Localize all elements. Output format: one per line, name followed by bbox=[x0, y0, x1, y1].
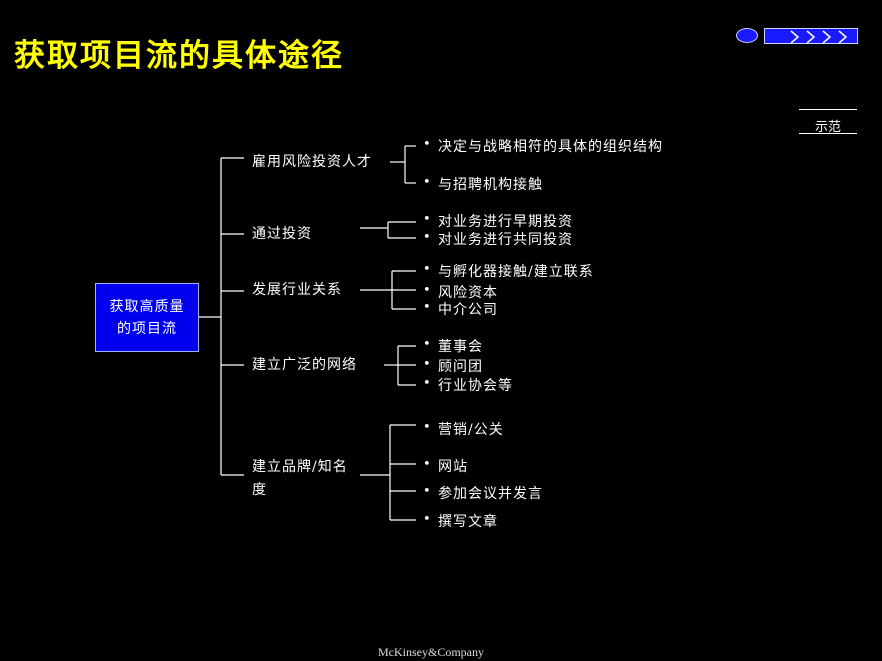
list-item: 网站 bbox=[438, 459, 468, 475]
list-item: 中介公司 bbox=[438, 302, 498, 318]
list-item: 对业务进行共同投资 bbox=[438, 232, 573, 248]
example-label: 示范 bbox=[814, 120, 841, 135]
bullet-icon: • bbox=[423, 230, 431, 245]
root-node-label: 获取高质量的项目流 bbox=[109, 298, 185, 337]
bullet-icon: • bbox=[423, 337, 431, 352]
category-industry-relations: 发展行业关系 bbox=[252, 282, 342, 298]
list-item: 行业协会等 bbox=[438, 378, 513, 394]
example-label-top-line bbox=[799, 109, 857, 110]
list-item: 顾问团 bbox=[438, 359, 483, 375]
bullet-icon: • bbox=[423, 457, 431, 472]
bullet-icon: • bbox=[423, 283, 431, 298]
category-hire-vc-talent: 雇用风险投资人才 bbox=[252, 154, 372, 170]
list-item: 撰写文章 bbox=[438, 514, 498, 530]
example-label-bottom-line bbox=[799, 133, 857, 134]
bullet-icon: • bbox=[423, 357, 431, 372]
list-item: 对业务进行早期投资 bbox=[438, 214, 573, 230]
list-item: 风险资本 bbox=[438, 285, 498, 301]
category-through-investment: 通过投资 bbox=[252, 226, 312, 242]
bullet-icon: • bbox=[423, 484, 431, 499]
nav-forward-button[interactable] bbox=[764, 28, 858, 44]
footer-logo-text: McKinsey&Company bbox=[378, 645, 484, 659]
list-item: 营销/公关 bbox=[438, 422, 504, 438]
bullet-icon: • bbox=[423, 137, 431, 152]
list-item: 董事会 bbox=[438, 339, 483, 355]
root-node: 获取高质量的项目流 bbox=[95, 283, 199, 352]
bullet-icon: • bbox=[423, 376, 431, 391]
category-broad-network: 建立广泛的网络 bbox=[252, 357, 357, 373]
bullet-icon: • bbox=[423, 175, 431, 190]
list-item: 决定与战略相符的具体的组织结构 bbox=[438, 139, 663, 155]
list-item: 与孵化器接触/建立联系 bbox=[438, 264, 594, 280]
list-item: 与招聘机构接触 bbox=[438, 177, 543, 193]
page-title: 获取项目流的具体途径 bbox=[14, 38, 344, 74]
bullet-icon: • bbox=[423, 420, 431, 435]
bullet-icon: • bbox=[423, 512, 431, 527]
nav-back-button[interactable] bbox=[736, 28, 758, 43]
category-brand-awareness: 建立品牌/知名度 bbox=[252, 459, 348, 498]
chevron-right-icon bbox=[790, 30, 848, 44]
bullet-icon: • bbox=[423, 300, 431, 315]
bullet-icon: • bbox=[423, 262, 431, 277]
list-item: 参加会议并发言 bbox=[438, 486, 543, 502]
bullet-icon: • bbox=[423, 212, 431, 227]
